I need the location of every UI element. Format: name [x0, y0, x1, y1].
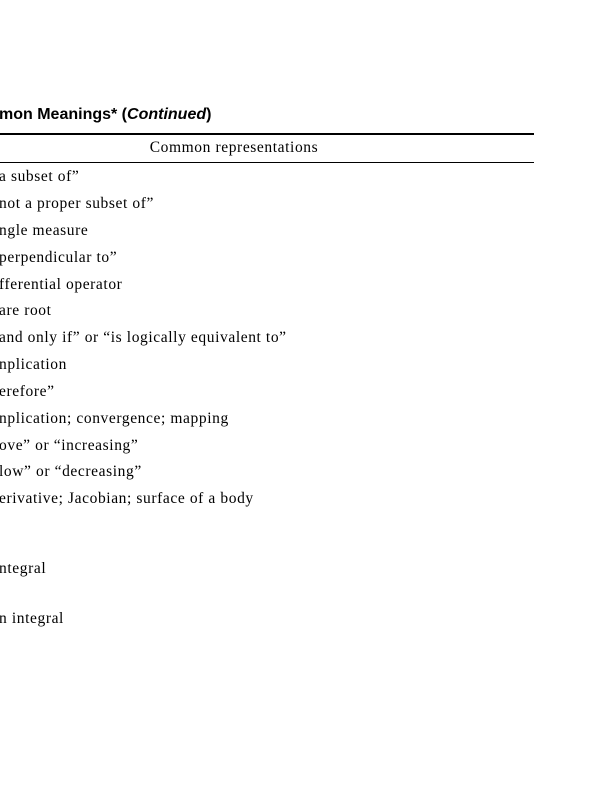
table-top-rule — [0, 133, 534, 135]
table-row: ove” or “increasing” — [0, 437, 139, 454]
table-row: and only if” or “is logically equivalent… — [0, 329, 287, 346]
table-row: ntegral — [0, 560, 47, 577]
table-row: n integral — [0, 610, 64, 627]
table-title: mon Meanings* (Continued) — [0, 106, 211, 124]
table-row: erefore” — [0, 383, 55, 400]
table-title-prefix: mon Meanings* ( — [0, 106, 128, 123]
table-row: a subset of” — [0, 168, 80, 185]
table-row: nplication — [0, 356, 67, 373]
table-row: erivative; Jacobian; surface of a body — [0, 490, 254, 507]
table-row: fferential operator — [0, 276, 123, 293]
table-row: nplication; convergence; mapping — [0, 410, 229, 427]
table-title-continued: Continued — [127, 106, 207, 123]
table-title-suffix: ) — [206, 106, 212, 123]
table-row: low” or “decreasing” — [0, 463, 142, 480]
table-row: perpendicular to” — [0, 249, 118, 266]
table-row: ngle measure — [0, 222, 89, 239]
column-header-common-representations: Common representations — [149, 139, 319, 156]
table-header-rule — [0, 162, 534, 163]
table-row: are root — [0, 302, 52, 319]
table-row: not a proper subset of” — [0, 195, 154, 212]
